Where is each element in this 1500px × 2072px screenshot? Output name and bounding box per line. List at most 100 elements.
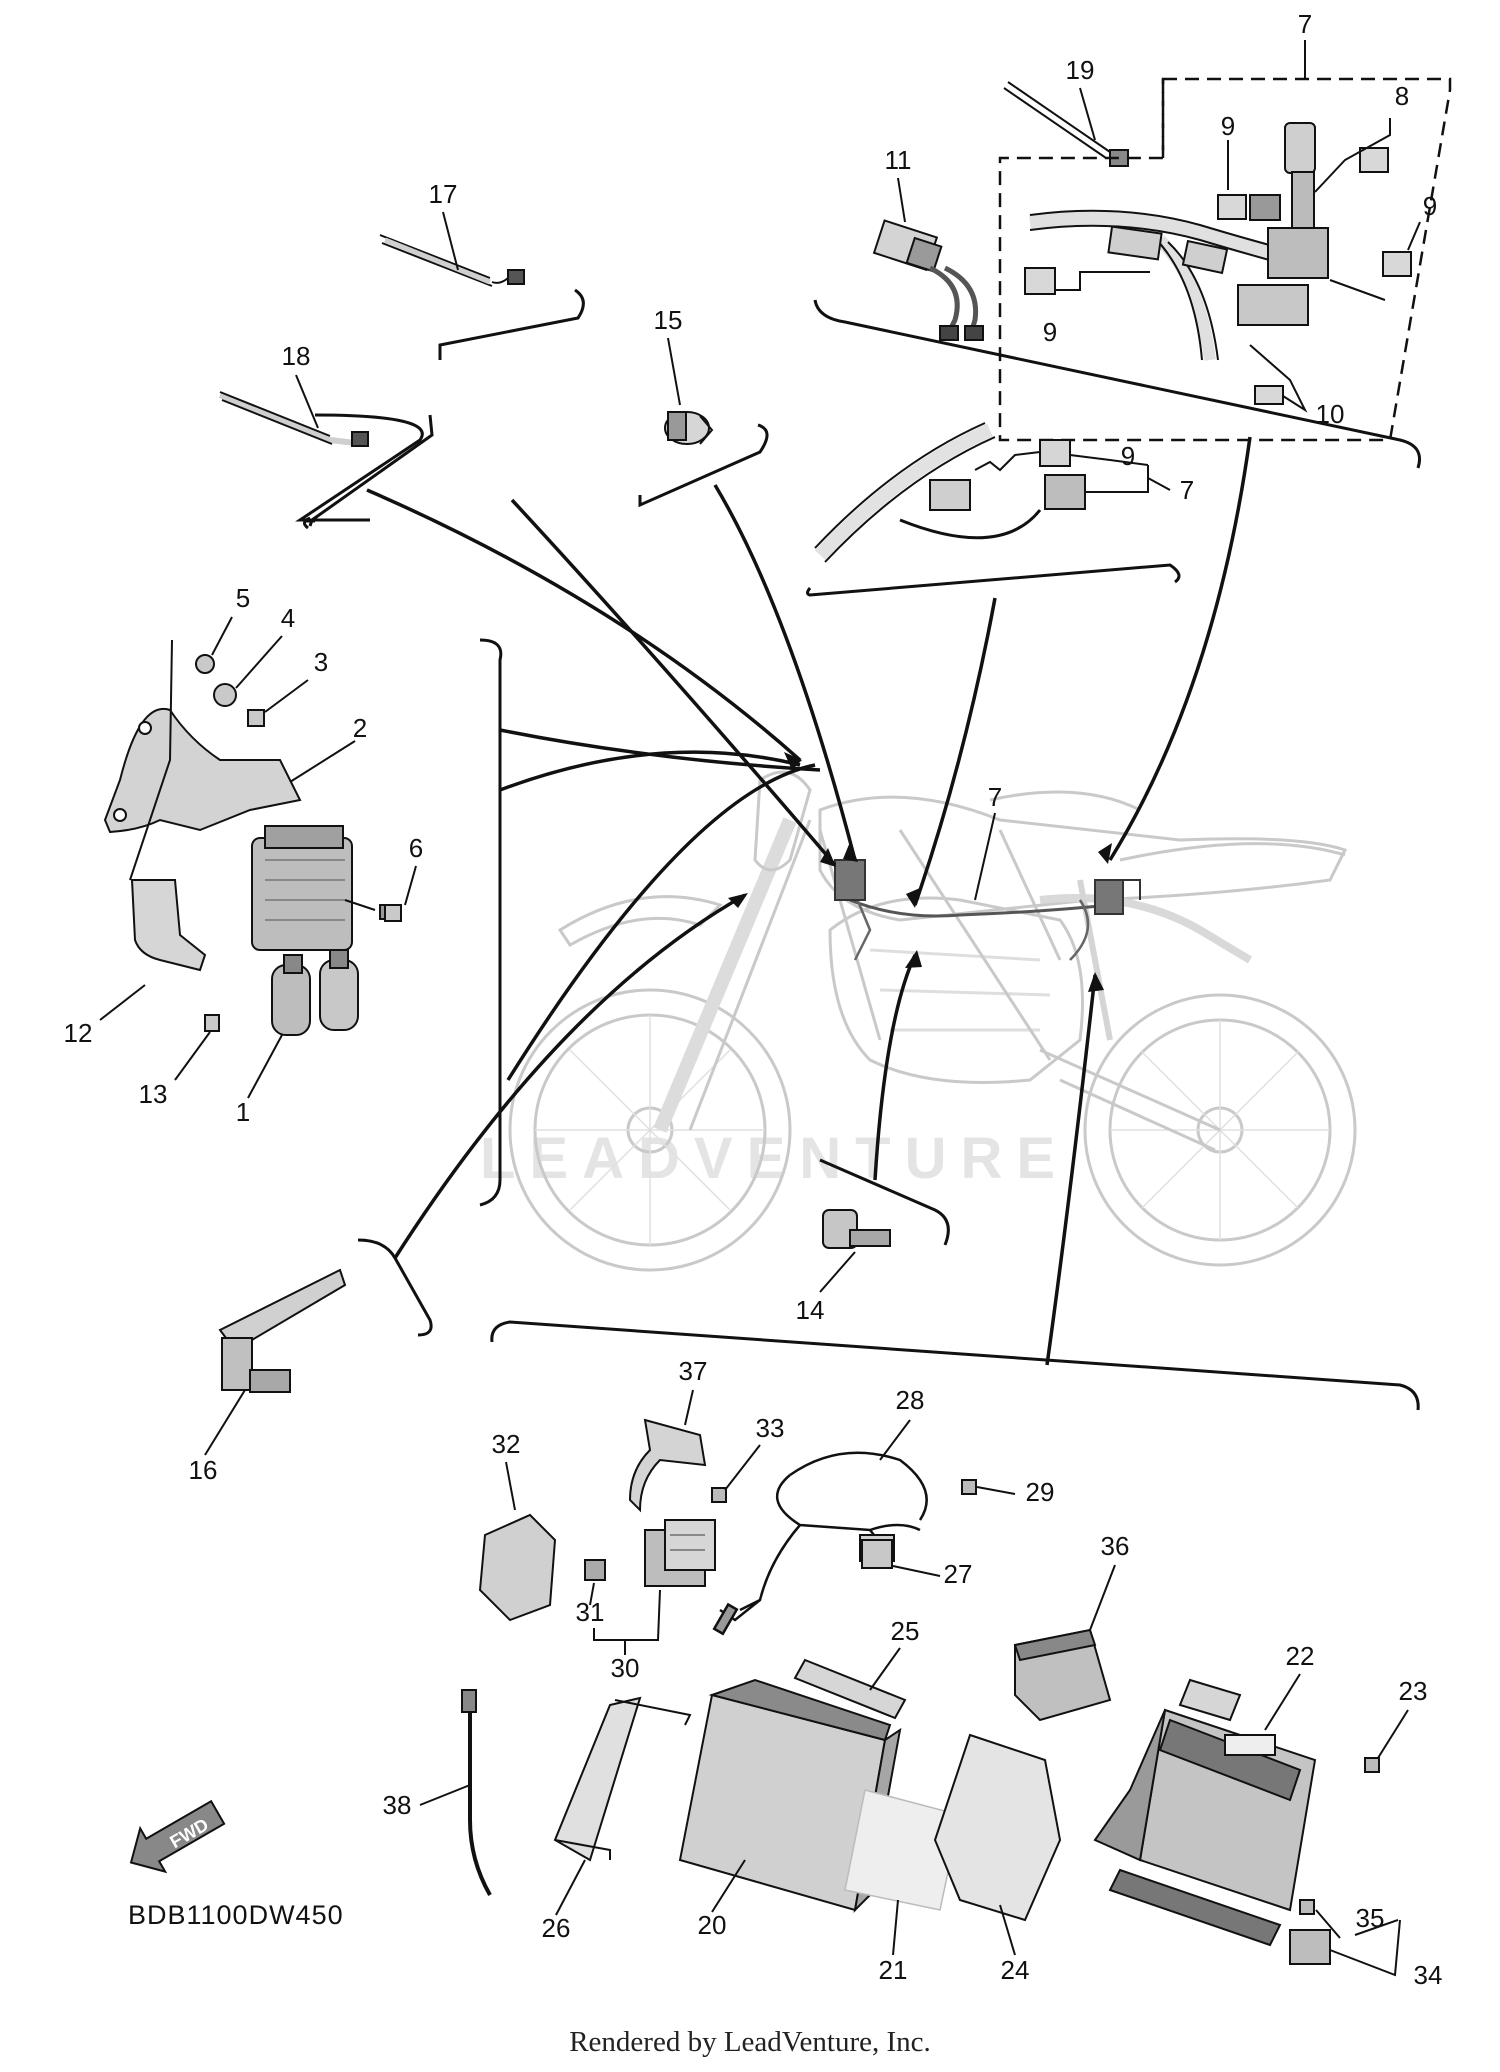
- callout-24: 24: [1001, 1955, 1030, 1985]
- part-35-bolt: [1299, 1899, 1315, 1915]
- callout-19: 19: [1066, 55, 1095, 85]
- part-37-strap: [628, 1418, 707, 1513]
- callout-9-c: 9: [1043, 317, 1057, 347]
- part-21-pad: [844, 1789, 961, 1911]
- part-19-cable: [1003, 81, 1129, 167]
- part-10-connector: [1254, 385, 1284, 405]
- part-29-clip: [961, 1479, 977, 1495]
- callout-22: 22: [1286, 1641, 1315, 1671]
- callout-15: 15: [654, 305, 683, 335]
- callout-38: 38: [383, 1790, 412, 1820]
- part-7-harness-mid: [814, 422, 1086, 563]
- callout-7-mid: 7: [1180, 475, 1194, 505]
- part-18-cable: [218, 391, 369, 447]
- callout-30: 30: [611, 1653, 640, 1683]
- part-32-cover: [478, 1513, 557, 1622]
- callout-25: 25: [891, 1616, 920, 1646]
- part-15-clamp: [664, 411, 714, 445]
- part-13-bolt: [204, 1014, 220, 1032]
- bracket-left-components: [479, 638, 503, 1207]
- part-6-regulator: [251, 825, 397, 951]
- callout-32: 32: [492, 1429, 521, 1459]
- part-8-connector: [1359, 147, 1389, 173]
- front-wheel: [508, 988, 792, 1272]
- callout-26: 26: [542, 1913, 571, 1943]
- bracket-18: [295, 413, 424, 522]
- watermark-text: LEADVENTURE: [480, 1126, 1070, 1191]
- callout-1: 1: [236, 1097, 250, 1127]
- callout-14: 14: [796, 1295, 825, 1325]
- small-fasteners: [195, 654, 402, 1032]
- callout-12: 12: [64, 1018, 93, 1048]
- callout-36: 36: [1101, 1531, 1130, 1561]
- part-27-connector: [861, 1539, 893, 1569]
- callout-27: 27: [944, 1559, 973, 1589]
- rear-wheel: [1083, 993, 1357, 1267]
- part-22-battery-box: [1093, 1678, 1317, 1947]
- part-14-sensor: [822, 1209, 891, 1249]
- fwd-arrow-badge: FWD: [129, 1799, 226, 1874]
- callout-7-bike: 7: [988, 782, 1002, 812]
- callout-6: 6: [409, 833, 423, 863]
- bracket-14: [819, 1158, 950, 1246]
- leader-arrows: [366, 436, 1252, 1366]
- part-16-sensor: [218, 1268, 347, 1393]
- part-3-bolt: [247, 709, 265, 727]
- callout-29: 29: [1026, 1477, 1055, 1507]
- callout-2: 2: [353, 713, 367, 743]
- callout-34: 34: [1414, 1960, 1443, 1990]
- callout-4: 4: [281, 603, 295, 633]
- callout-9-a: 9: [1221, 111, 1235, 141]
- callout-21: 21: [879, 1955, 908, 1985]
- callout-20: 20: [698, 1910, 727, 1940]
- bracket-15: [638, 423, 769, 508]
- arrowheads: [728, 752, 1112, 992]
- callout-5: 5: [236, 583, 250, 613]
- part-4-washer: [213, 683, 237, 707]
- part-9-connector-c: [1382, 251, 1412, 277]
- callout-17: 17: [429, 179, 458, 209]
- bracket-16: [357, 1238, 433, 1337]
- part-36-cover: [1013, 1628, 1112, 1722]
- callout-9-b: 9: [1423, 191, 1437, 221]
- callout-9-d: 9: [1121, 441, 1135, 471]
- part-30-relay: [644, 1519, 716, 1587]
- callout-28: 28: [896, 1385, 925, 1415]
- callout-31: 31: [576, 1597, 605, 1627]
- part-12-bracket: [130, 879, 207, 972]
- part-20-battery: [678, 1678, 902, 1913]
- group-7-dashed-outline: [998, 77, 1452, 442]
- part-17-cable: [379, 234, 525, 287]
- part-26-band: [553, 1696, 692, 1862]
- callout-3: 3: [314, 647, 328, 677]
- part-31-fuse: [584, 1559, 606, 1581]
- callout-35: 35: [1356, 1903, 1385, 1933]
- part-38-tie: [461, 1689, 492, 1896]
- part-33-clip: [711, 1487, 727, 1503]
- callout-11: 11: [885, 145, 912, 175]
- part-9-connector-b: [1024, 267, 1056, 295]
- part-6-bolt: [384, 904, 402, 922]
- callout-18: 18: [282, 341, 311, 371]
- part-2-bracket: [103, 707, 302, 834]
- bracket-7-top: [813, 299, 1421, 469]
- part-28-sub-harness: [712, 1451, 928, 1636]
- callout-13: 13: [139, 1079, 168, 1109]
- render-credit: Rendered by LeadVenture, Inc.: [569, 2026, 931, 2058]
- diagram-reference-code: BDB1100DW450: [128, 1900, 344, 1930]
- callout-16: 16: [189, 1455, 218, 1485]
- callout-37: 37: [679, 1356, 708, 1386]
- callout-33: 33: [756, 1413, 785, 1443]
- part-11-connector: [872, 219, 984, 341]
- bracket-7-mid: [806, 563, 1181, 597]
- part-9-connector-a: [1217, 194, 1247, 220]
- part-1-coil: [271, 949, 359, 1036]
- motorcycle-outline: [508, 770, 1357, 1272]
- callout-7-top: 7: [1298, 9, 1312, 39]
- callout-8: 8: [1395, 81, 1409, 111]
- callout-23: 23: [1399, 1676, 1428, 1706]
- part-34-relay: [1289, 1929, 1331, 1965]
- part-24-cover: [933, 1733, 1062, 1922]
- part-23-bolt: [1364, 1757, 1380, 1773]
